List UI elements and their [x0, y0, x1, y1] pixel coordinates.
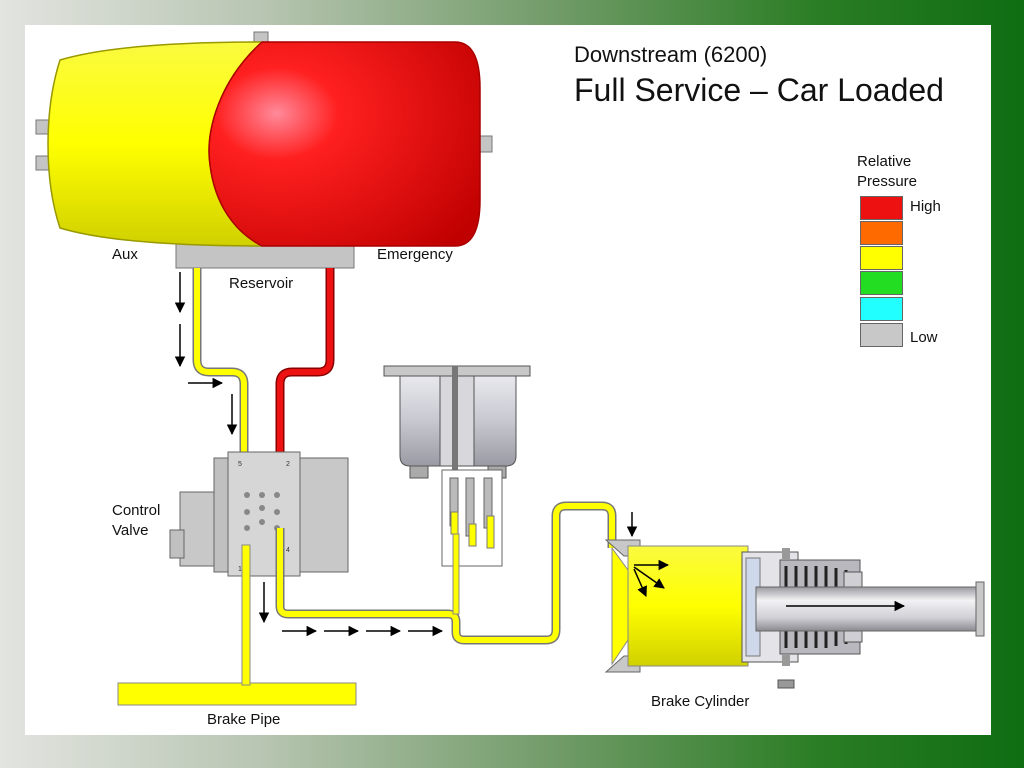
legend-swatch-low	[860, 323, 903, 347]
brake-cylinder	[604, 539, 985, 689]
emergency-label: Emergency	[377, 246, 453, 263]
reservoir-tank	[35, 31, 493, 269]
legend-low-label: Low	[910, 329, 938, 346]
brake-cylinder-label: Brake Cylinder	[651, 693, 750, 710]
legend-high-label: High	[910, 198, 941, 215]
emergency-reservoir-chamber	[208, 41, 481, 247]
control-valve-body: 1 2 4 5	[169, 451, 349, 577]
diagram-subtitle: Downstream (6200)	[574, 42, 768, 67]
legend-swatch-cyan	[860, 297, 903, 321]
control-valve-label-line2: Valve	[112, 522, 149, 539]
valve-port-5: 5	[238, 461, 242, 468]
control-valve-label-line1: Control	[112, 502, 161, 519]
valve-port-1: 1	[238, 566, 242, 573]
legend-swatch-green	[860, 271, 903, 295]
legend-swatch-yellow	[860, 246, 903, 270]
legend-swatch-orange	[860, 221, 903, 245]
legend-title-line2: Pressure	[857, 173, 918, 190]
brake-pipe	[117, 544, 357, 706]
reservoir-label: Reservoir	[229, 275, 294, 292]
diagram-title: Full Service – Car Loaded	[574, 72, 944, 108]
legend-swatch-high	[860, 196, 903, 220]
valve-port-4: 4	[286, 547, 290, 554]
load-sensing-device	[383, 365, 531, 615]
legend-title: Relative Pressure	[857, 152, 917, 192]
aux-label: Aux	[112, 246, 138, 263]
brake-pipe-label: Brake Pipe	[207, 711, 281, 728]
flow-arrows	[174, 272, 906, 637]
valve-port-2: 2	[286, 461, 290, 468]
legend-title-line1: Relative	[857, 153, 912, 170]
